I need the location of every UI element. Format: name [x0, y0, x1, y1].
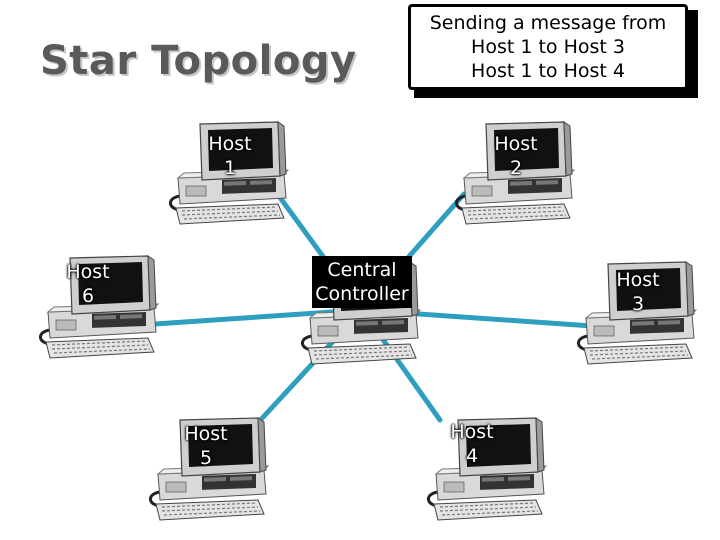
page-title: Star Topology [40, 38, 357, 84]
host-6-computer: Host 6 [30, 252, 170, 362]
message-callout: Sending a message from Host 1 to Host 3 … [408, 4, 688, 90]
computer-icon [39, 255, 160, 359]
host-5-computer: Host 5 [140, 414, 280, 524]
computer-icon [169, 121, 290, 225]
callout-line-1: Sending a message from [429, 12, 667, 34]
host-3-computer: Host 3 [568, 258, 708, 368]
callout-line-3: Host 1 to Host 4 [471, 60, 625, 82]
host-5-label: Host 5 [184, 423, 228, 469]
host-2-computer: Host 2 [446, 118, 586, 228]
computer-icon [149, 417, 270, 521]
host-2-label: Host 2 [494, 133, 538, 179]
host-1-label: Host 1 [208, 133, 252, 179]
host-1-computer: Host 1 [160, 118, 300, 228]
host-4-computer: Host 4 [418, 414, 558, 524]
computer-icon [577, 261, 698, 365]
host-4-label: Host 4 [450, 421, 494, 467]
callout-line-2: Host 1 to Host 3 [471, 36, 625, 58]
host-3-label: Host 3 [616, 269, 660, 315]
computer-icon [427, 417, 548, 521]
host-6-label: Host 6 [66, 261, 110, 307]
central-controller-label: Central Controller [312, 256, 412, 308]
computer-icon [455, 121, 576, 225]
